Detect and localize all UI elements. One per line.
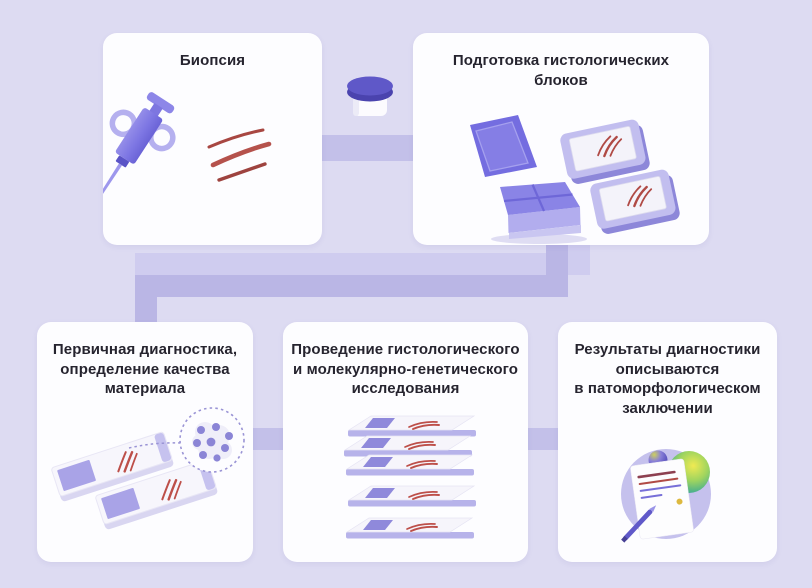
stacked-slide — [347, 415, 476, 437]
connector-stub-right — [528, 428, 558, 450]
connector-top — [322, 135, 413, 161]
glass-slide-2 — [95, 459, 218, 530]
connector-main-dark — [135, 238, 568, 330]
needle-hub — [115, 155, 129, 168]
stacked-slide — [347, 485, 476, 507]
stacked-slide — [345, 517, 474, 539]
card-title: Биопсия — [179, 52, 246, 69]
plunger-top — [146, 92, 175, 114]
histology-cassette-icon — [470, 115, 680, 244]
tissue-samples-icon — [207, 128, 272, 182]
card-results: Результаты диагностики описываются в пат… — [558, 322, 777, 562]
cells-magnifier-icon — [128, 407, 245, 473]
cassette-lid-panel — [475, 121, 529, 172]
biopsy-needle-icon — [103, 92, 272, 234]
cells — [193, 423, 233, 462]
cassette-front — [508, 207, 581, 233]
report-sheet — [630, 458, 694, 540]
glass-slide-1 — [51, 431, 174, 502]
card-title: Результаты диагностики описываются в пат… — [574, 341, 761, 417]
card-title: Проведение гистологического и молекулярн… — [291, 341, 520, 397]
paraffin-blocks-icon — [560, 119, 650, 184]
pathology-report-icon — [621, 449, 711, 543]
biopsy-needle — [103, 92, 176, 234]
card-blocks: Подготовка гистологических блоков — [413, 33, 709, 245]
microscope-slides-icon — [51, 407, 245, 530]
paraffin-block-2 — [590, 169, 680, 234]
stacked-slide — [343, 435, 472, 457]
stacked-slide — [345, 454, 474, 476]
cassette-open-box — [470, 115, 581, 239]
connector-main-light — [135, 238, 590, 275]
card-title: Подготовка гистологических блоков — [452, 52, 670, 89]
card-biopsy: Биопсия — [103, 33, 322, 245]
needle-barrel — [115, 108, 163, 164]
pen-icon — [621, 505, 657, 543]
needle-shaft — [103, 163, 123, 234]
report-seal-dot — [676, 498, 683, 505]
connector-stub-left — [253, 428, 283, 450]
cassette-rim — [509, 225, 581, 239]
specimen-jar-icon — [347, 76, 393, 116]
jar-lid-top — [347, 76, 393, 96]
card-title: Первичная диагностика, определение качес… — [52, 341, 238, 397]
cassette-grid — [503, 184, 573, 212]
card-research: Проведение гистологического и молекулярн… — [283, 322, 528, 562]
card-primary: Первичная диагностика, определение качес… — [37, 322, 253, 562]
report-lines — [637, 470, 682, 499]
slide-stack-icon — [343, 415, 476, 539]
